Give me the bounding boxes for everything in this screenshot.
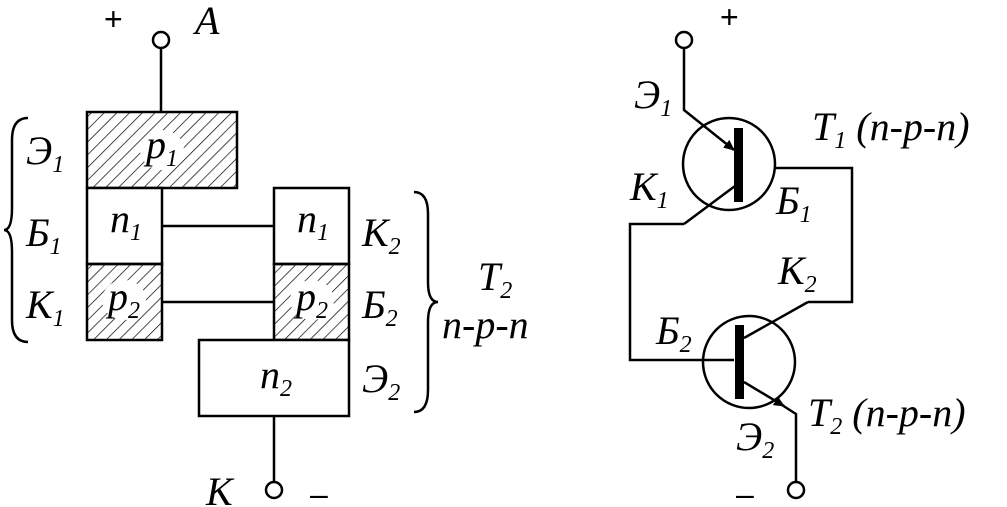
transistor-equivalent: + Э1 К1 Б1 T1(n-p-n) – К2 Б2 Э2 T2(n-p-n…: [628, 0, 970, 507]
brace-t1: [3, 116, 29, 344]
layer-structure: + A p1 n1 p2 n1 p2 n2 K –: [3, 0, 529, 507]
layer-n2-label: n2: [260, 352, 292, 402]
t1-emitter-lead: [682, 48, 735, 151]
t1-caption: T1(n-p-n): [812, 104, 970, 154]
t2-base-bar: [735, 325, 744, 399]
t2-emitter-lead: [781, 403, 798, 482]
anode-plus-sign: +: [104, 1, 123, 37]
t1-circle: [681, 116, 777, 212]
right-label-e1: Э1: [634, 72, 672, 122]
caption-t2: T2: [478, 254, 512, 304]
brace-t2: [413, 190, 439, 414]
t2-emitter-arrow: [743, 380, 785, 408]
label-b1: Б1: [25, 210, 62, 260]
label-k2: К2: [361, 210, 401, 260]
layer-p2-right-label: p2: [293, 274, 328, 324]
wire-k1-b2: [628, 222, 734, 362]
cathode-label: K: [205, 469, 235, 507]
label-e1: Э1: [26, 128, 64, 178]
right-cathode-terminal: [786, 480, 806, 500]
label-b2: Б2: [361, 282, 398, 332]
layer-p2-label-bg: [102, 280, 146, 320]
cathode-minus-sign: –: [310, 476, 328, 507]
label-e2: Э2: [362, 356, 400, 406]
right-minus-sign: –: [736, 476, 754, 507]
wire-b1-k2: [775, 166, 854, 304]
right-anode-terminal: [674, 30, 694, 50]
t1-collector-lead: [683, 184, 736, 226]
anode-label: A: [192, 0, 220, 43]
t2-collector-lead: [743, 300, 809, 340]
layer-p2-right-label-bg: [290, 280, 334, 320]
label-k1: К1: [25, 282, 65, 332]
right-label-k1: К1: [629, 164, 669, 214]
caption-t2-type: n-p-n: [442, 302, 529, 347]
cathode-terminal: [264, 480, 284, 500]
t1-base-bar: [734, 128, 743, 202]
t2-caption: T2(n-p-n): [808, 390, 966, 440]
layer-p2-right: [272, 262, 351, 342]
anode-terminal: [151, 30, 171, 50]
right-plus-sign: +: [720, 0, 739, 35]
right-label-b2: Б2: [655, 308, 692, 358]
right-label-e2: Э2: [736, 414, 774, 464]
layer-p1-label: p1: [143, 122, 178, 172]
layer-n1-label: n1: [110, 196, 142, 246]
layer-n1-right-label: n1: [297, 196, 329, 246]
layer-p1-label-bg: [140, 130, 184, 170]
right-label-k2: К2: [777, 248, 817, 298]
layer-p2-label: p2: [105, 274, 140, 324]
right-label-b1: Б1: [775, 178, 812, 228]
t2-circle: [701, 314, 797, 410]
